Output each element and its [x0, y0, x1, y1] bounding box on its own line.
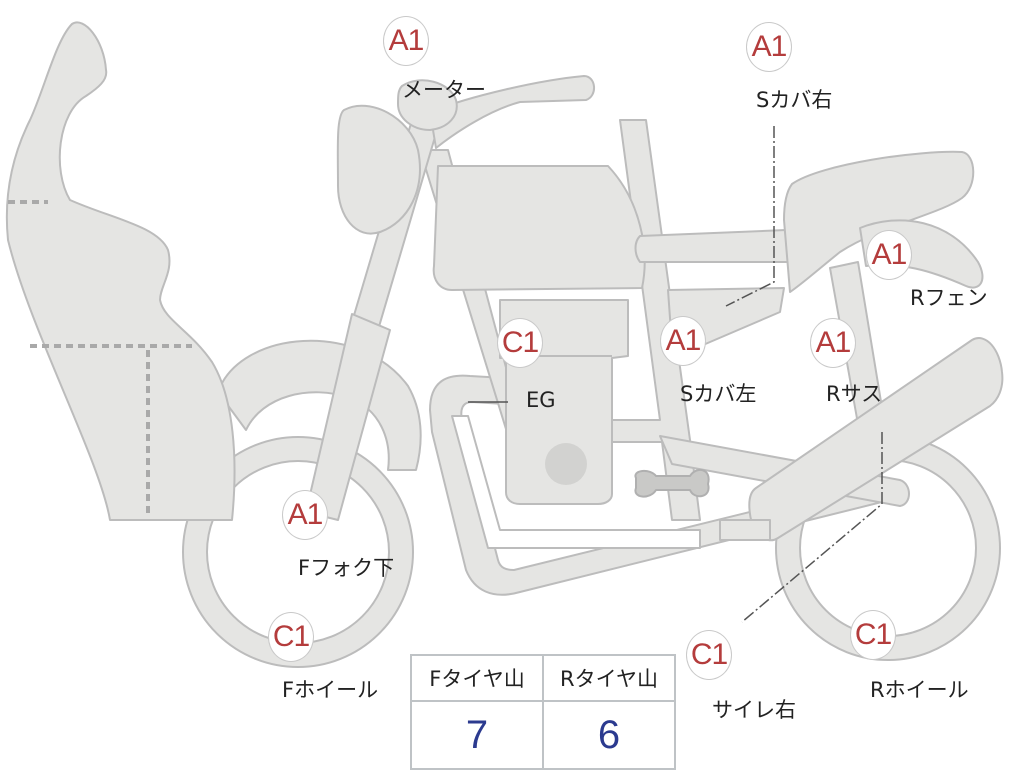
headlight	[336, 104, 421, 235]
seat-front	[634, 229, 798, 263]
label-front-fork-lower: Fフォク下	[298, 556, 395, 580]
footrest	[634, 468, 710, 498]
handlebar	[429, 75, 595, 149]
marker-rear-shock-code: A1	[810, 318, 856, 368]
marker-silencer-right-code: C1	[686, 630, 732, 680]
front-tread-header: Fタイヤ山	[410, 654, 544, 702]
label-meter: メーター	[402, 78, 486, 102]
frame-inner	[451, 415, 701, 549]
marker-engine-code: C1	[497, 318, 543, 368]
fuel-tank	[432, 165, 646, 291]
front-cowl	[5, 21, 236, 521]
label-s-cover-left: Sカバ左	[680, 382, 757, 406]
marker-front-wheel-code: C1	[268, 612, 314, 662]
marker-rear-fender-code: A1	[866, 230, 912, 280]
leader-line-silencer-right	[741, 432, 883, 623]
label-front-wheel: Fホイール	[282, 678, 379, 702]
rear-tread-header: Rタイヤ山	[542, 654, 676, 702]
marker-s-cover-left-code: A1	[660, 316, 706, 366]
marker-meter-code: A1	[383, 16, 429, 66]
tread-table-header-row: Fタイヤ山 Rタイヤ山	[410, 654, 676, 702]
label-rear-shock: Rサス	[826, 382, 883, 406]
label-rear-wheel: Rホイール	[870, 678, 969, 702]
meter	[397, 79, 458, 131]
engine-cover	[545, 443, 587, 485]
frame-lower	[429, 374, 891, 596]
front-fork-lower	[305, 313, 391, 521]
tread-table-value-row: 7 6	[410, 700, 676, 770]
front-tread-value: 7	[410, 700, 544, 770]
marker-front-fork-lower-code: A1	[282, 490, 328, 540]
exhaust-pipe	[719, 519, 771, 541]
rear-tread-value: 6	[542, 700, 676, 770]
label-silencer-right: サイレ右	[712, 698, 796, 722]
tire-tread-table: Fタイヤ山 Rタイヤ山 7 6	[410, 654, 676, 770]
leader-line-s-cover-right	[725, 126, 775, 307]
label-rear-fender: Rフェン	[910, 286, 988, 310]
label-s-cover-right: Sカバ右	[756, 88, 833, 112]
marker-rear-wheel-code: C1	[850, 610, 896, 660]
marker-s-cover-right-code: A1	[746, 22, 792, 72]
muffler	[748, 337, 1004, 542]
label-engine: EG	[526, 388, 556, 412]
